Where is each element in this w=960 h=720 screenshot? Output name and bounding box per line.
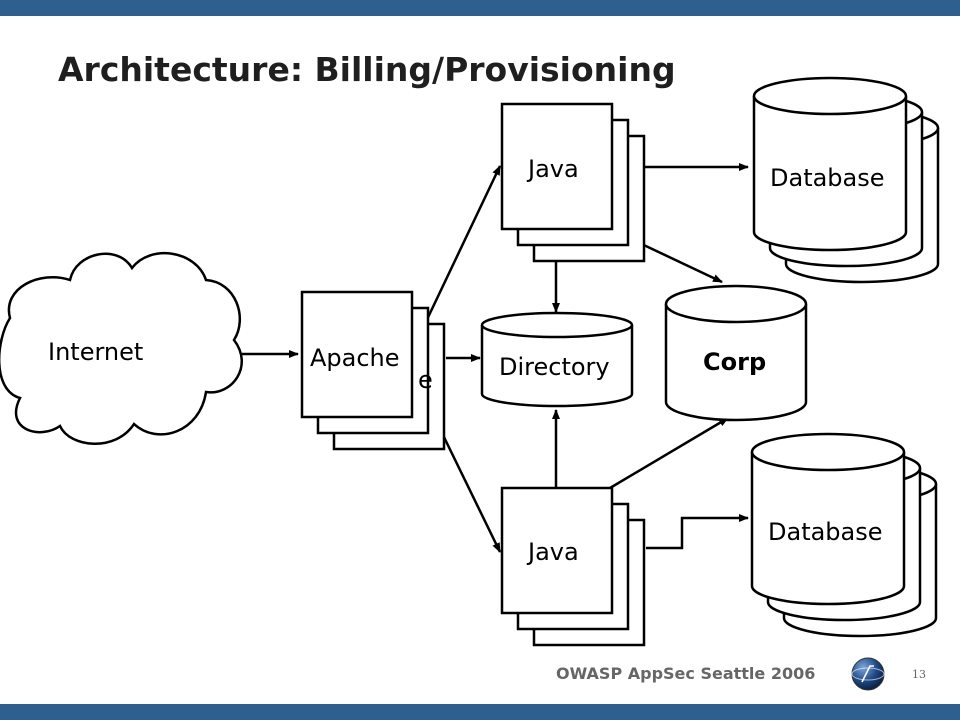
apache-label: Apache — [310, 344, 400, 372]
footer-conference-text: OWASP AppSec Seattle 2006 — [556, 664, 816, 683]
java-top-label: Java — [526, 155, 579, 183]
owasp-globe-logo-icon — [851, 657, 885, 691]
apache-server-stack: e Apache — [300, 290, 446, 451]
java-bottom-server-stack: Java — [500, 486, 646, 647]
directory-cylinder: Directory — [480, 311, 634, 408]
slide-title: Architecture: Billing/Provisioning — [58, 50, 676, 89]
arrow-apache-to-java-top — [420, 165, 502, 331]
internet-label: Internet — [48, 338, 143, 366]
java-bottom-label: Java — [526, 538, 579, 566]
database-bottom-label: Database — [768, 518, 883, 546]
java-top-server-stack: Java — [500, 102, 646, 263]
database-top-cylinder-stack: Database — [752, 76, 940, 284]
database-top-label: Database — [770, 164, 885, 192]
corp-cylinder: Corp — [664, 284, 808, 422]
apache-partial-label: e — [418, 366, 433, 394]
arrow-java-bottom-to-database-bottom — [646, 514, 749, 550]
internet-cloud: Internet — [0, 252, 243, 445]
bottom-bar — [0, 704, 960, 720]
directory-label: Directory — [499, 353, 610, 381]
page-number: 13 — [912, 668, 926, 681]
corp-label: Corp — [703, 348, 766, 376]
top-bar — [0, 0, 960, 16]
arrow-java-bottom-to-corp — [609, 416, 729, 490]
database-bottom-cylinder-stack: Database — [750, 432, 938, 638]
